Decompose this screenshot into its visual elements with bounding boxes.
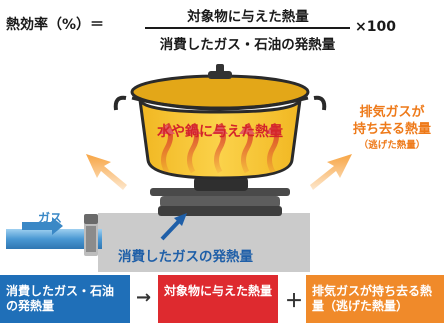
gas-flow-arrow [22, 217, 63, 235]
formula-fraction-bar [145, 27, 350, 29]
consumed-heat-box: 消費したガス・石油の発熱量 [0, 275, 130, 323]
gas-label: ガス [38, 211, 63, 225]
formula-left-side: 熱効率（%）＝ [6, 17, 105, 33]
formula-denominator: 消費したガス・石油の発熱量 [159, 37, 336, 53]
consumed-arrow [160, 213, 187, 241]
consumed-gas-label: 消費したガスの発熱量 [118, 249, 253, 265]
exhaust-arrow-right [310, 154, 352, 190]
exhaust-label-line2: 持ち去る熱量 [352, 122, 431, 137]
gas-pipe [6, 214, 102, 256]
exhaust-label-line3: （逃げた熱量） [358, 140, 426, 151]
given-heat-box: 対象物に与えた熱量 [158, 275, 278, 323]
burner-grate [150, 177, 290, 216]
exhaust-label-line1: 排気ガスが [359, 105, 425, 120]
exhaust-arrow-left [86, 154, 127, 190]
plus-operator: ＋ [285, 291, 303, 312]
exhaust-heat-box: 排気ガスが持ち去る熱量（逃げた熱量） [306, 275, 444, 323]
stove-base [98, 213, 310, 272]
heat-arrows [159, 122, 281, 174]
formula-multiplier: ×100 [355, 19, 396, 35]
pot-body [113, 64, 327, 180]
pot-heat-label: 水や鍋に与えた熱量 [157, 124, 283, 140]
arrow-operator: → [136, 287, 152, 308]
formula-numerator: 対象物に与えた熱量 [187, 9, 309, 25]
